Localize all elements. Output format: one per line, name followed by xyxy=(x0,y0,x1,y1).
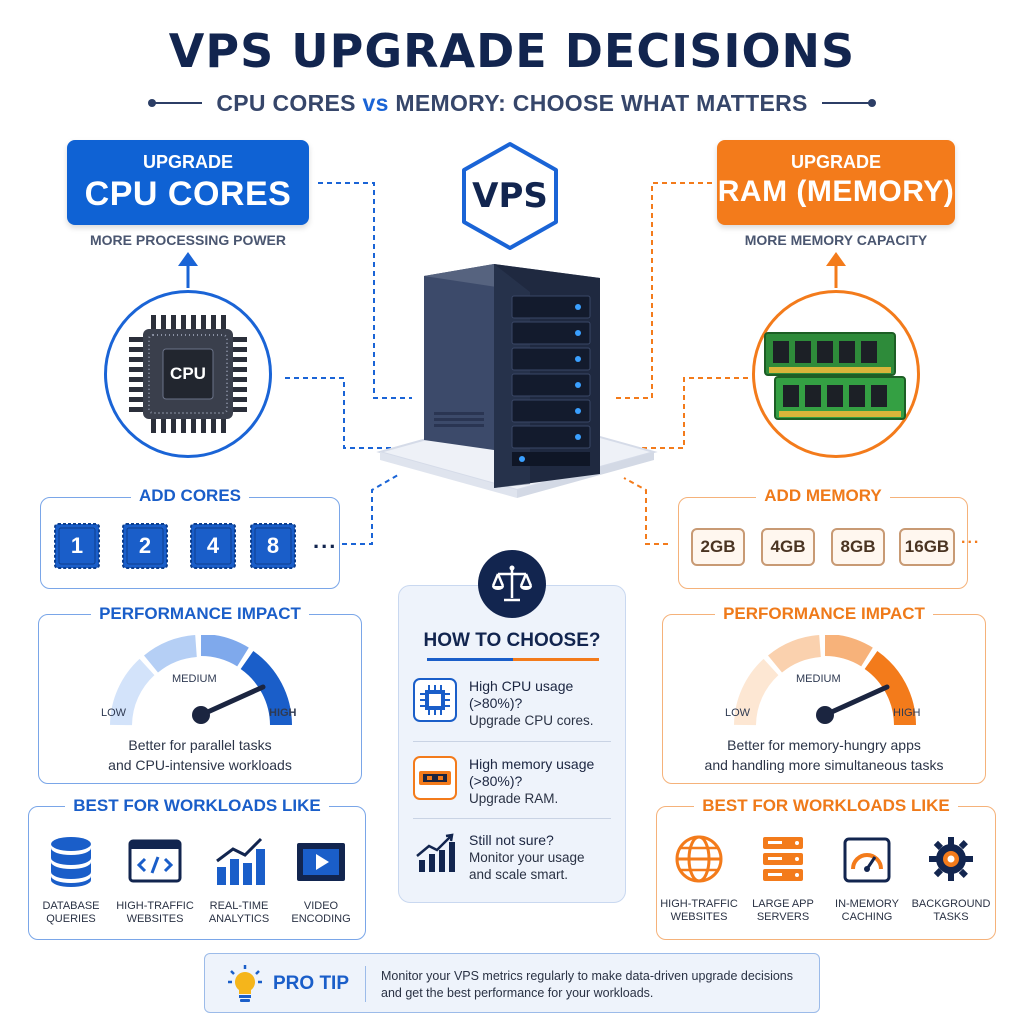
pro-tip-text: Monitor your VPS metrics regularly to ma… xyxy=(381,969,793,1000)
ram-gauge-medium: MEDIUM xyxy=(796,673,841,685)
more-cores-ellipsis: ... xyxy=(313,528,338,553)
subtitle-row: CPU CORES vs MEMORY: CHOOSE WHAT MATTERS xyxy=(147,88,877,118)
ram-gauge xyxy=(734,635,916,726)
server-illustration xyxy=(376,264,658,498)
choose-item-cpu: High CPU usage (>80%)? Upgrade CPU cores… xyxy=(413,678,617,729)
core-chip-4: 4 xyxy=(187,520,239,572)
speedometer-icon xyxy=(843,837,891,883)
ram-circle xyxy=(752,290,920,458)
more-memory-ellipsis: ... xyxy=(961,530,981,547)
memory-option-16gb: 16GB xyxy=(899,528,955,566)
subtitle-divider-right xyxy=(821,99,877,107)
cpu-gauge-medium: MEDIUM xyxy=(172,673,217,685)
cpu-workloads-title: BEST FOR WORKLOADS LIKE xyxy=(65,796,329,815)
gears-icon xyxy=(929,837,973,881)
cpu-caption: MORE PROCESSING POWER xyxy=(89,232,287,248)
subtitle-left: CPU CORES xyxy=(216,89,356,116)
choose-item-memory: High memory usage (>80%)? Upgrade RAM. xyxy=(413,756,617,807)
video-icon xyxy=(297,843,345,881)
subtitle-divider-left xyxy=(147,99,203,107)
pro-tip-banner: PRO TIP Monitor your VPS metrics regular… xyxy=(204,953,820,1013)
vps-badge: VPS xyxy=(454,140,566,252)
subtitle-right: MEMORY: CHOOSE WHAT MATTERS xyxy=(395,89,808,116)
cpu-header-big: CPU CORES xyxy=(84,175,292,213)
lightbulb-icon xyxy=(228,965,262,1002)
vps-label: VPS xyxy=(472,176,548,216)
add-cores-panel: ADD CORES 1 2 4 8 ... xyxy=(40,486,340,589)
cpu-circle: CPU xyxy=(104,290,272,458)
cpu-impact-title: PERFORMANCE IMPACT xyxy=(91,604,309,623)
ram-workloads-title: BEST FOR WORKLOADS LIKE xyxy=(694,796,958,815)
ram-caption: MORE MEMORY CAPACITY xyxy=(744,232,928,248)
code-window-icon xyxy=(128,839,182,883)
ram-upgrade-header: UPGRADE RAM (MEMORY) xyxy=(717,140,955,225)
ram-impact-title: PERFORMANCE IMPACT xyxy=(715,604,933,623)
core-chip-8: 8 xyxy=(247,520,299,572)
ram-impact-text: Better for memory-hungry apps and handli… xyxy=(704,737,944,773)
globe-icon xyxy=(675,835,723,883)
memory-option-8gb: 8GB xyxy=(831,528,885,566)
subtitle-vs: vs xyxy=(362,89,389,116)
title-underline xyxy=(427,658,599,661)
ram-impact-panel: PERFORMANCE IMPACT LOW MEDIUM HIGH Bette… xyxy=(662,604,986,784)
memory-option-2gb: 2GB xyxy=(691,528,745,566)
database-icon xyxy=(51,837,91,887)
cpu-upgrade-header: UPGRADE CPU CORES xyxy=(67,140,309,225)
add-memory-title: ADD MEMORY xyxy=(756,486,890,505)
cpu-chip-icon xyxy=(413,678,457,722)
choose-item-monitor: Still not sure? Monitor your usage and s… xyxy=(413,832,617,883)
core-chip-2: 2 xyxy=(119,520,171,572)
ram-header-big: RAM (MEMORY) xyxy=(717,175,955,208)
ram-gauge-low: LOW xyxy=(725,707,751,719)
cpu-chip-icon xyxy=(129,315,247,433)
bar-chart-icon xyxy=(216,837,265,885)
ram-module-icon xyxy=(413,756,457,800)
how-to-choose-panel: HOW TO CHOOSE? High CPU usage (>80%)? Up… xyxy=(398,585,626,903)
add-cores-title: ADD CORES xyxy=(130,486,249,505)
cpu-gauge-high: HIGH xyxy=(269,707,297,719)
balance-scale-icon xyxy=(491,565,533,602)
cpu-chip-label: CPU xyxy=(170,364,206,383)
ram-module-icon xyxy=(764,332,906,420)
balance-scale-badge xyxy=(478,550,546,618)
cpu-impact-text: Better for parallel tasks and CPU-intens… xyxy=(108,737,292,773)
memory-option-4gb: 4GB xyxy=(761,528,815,566)
pro-tip-label: PRO TIP xyxy=(273,973,350,994)
cpu-impact-panel: PERFORMANCE IMPACT LOW MEDIUM HIGH Bette… xyxy=(38,604,362,784)
subtitle: CPU CORES vs MEMORY: CHOOSE WHAT MATTERS xyxy=(216,90,807,117)
page-title: VPS UPGRADE DECISIONS xyxy=(168,24,856,78)
ram-gauge-high: HIGH xyxy=(893,707,921,719)
how-to-choose-title: HOW TO CHOOSE? xyxy=(423,630,601,651)
ram-header-small: UPGRADE xyxy=(790,152,881,172)
cpu-gauge xyxy=(110,635,292,726)
cpu-header-small: UPGRADE xyxy=(142,152,233,172)
growth-chart-icon xyxy=(416,833,455,872)
add-memory-panel: ADD MEMORY 2GB 4GB 8GB 16GB ... xyxy=(678,486,978,589)
core-chip-1: 1 xyxy=(51,520,103,572)
cpu-gauge-low: LOW xyxy=(101,707,127,719)
server-stack-icon xyxy=(763,837,803,881)
